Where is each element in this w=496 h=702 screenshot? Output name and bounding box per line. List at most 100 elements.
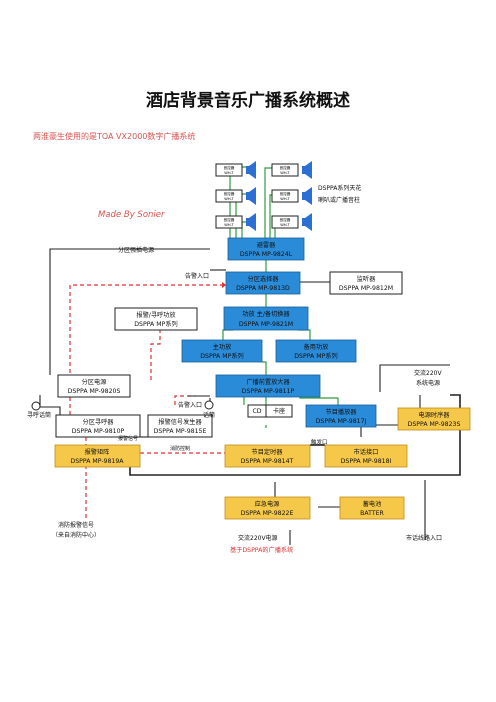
speaker-note-2: 喇叭或广播音柱 <box>318 196 360 204</box>
zone-power-box: 分区电源 DSPPA MP-9820S <box>57 374 131 398</box>
svg-text:报警矩阵: 报警矩阵 <box>85 448 110 456</box>
speaker-icons <box>246 161 312 231</box>
svg-text:DSPPA MP-9817J: DSPPA MP-9817J <box>316 418 367 425</box>
fire-signal-label: 消防报警信号 <box>58 521 94 529</box>
ac-220-label: 交流220V电源 <box>238 534 278 542</box>
svg-text:DSPPA MP-9822E: DSPPA MP-9822E <box>241 510 294 517</box>
vol-label: 音控器 <box>280 165 291 170</box>
svg-text:节目播放器: 节目播放器 <box>326 408 358 416</box>
diagram-caption: 基于DSPPA的广播系统 <box>230 546 293 554</box>
alarm-input-2-label: 告警入口 <box>178 401 202 409</box>
emergency-power-box: 应急电源 DSPPA MP-9822E <box>224 496 311 520</box>
paging-mic-icon <box>31 401 41 411</box>
speaker-note: DSPPA系列天花 <box>318 184 361 192</box>
ac-system-label: 交流220V <box>414 369 442 377</box>
svg-text:避雷器: 避雷器 <box>257 241 276 249</box>
svg-text:BATTER: BATTER <box>360 510 384 517</box>
svg-text:电源时序器: 电源时序器 <box>419 411 451 419</box>
svg-text:功放 主/备切换器: 功放 主/备切换器 <box>242 310 290 318</box>
vol-model: WH-T <box>224 197 234 201</box>
paging-station-box: 分区寻呼器 DSPPA MP-9810P <box>55 414 141 438</box>
speaker-icon <box>246 187 256 205</box>
trigger-port-label: 触发口 <box>311 438 328 446</box>
vol-label: 音控器 <box>280 191 291 196</box>
vol-model: WH-T <box>224 171 234 175</box>
dark-wiring <box>39 248 461 545</box>
vol-label: 音控器 <box>224 217 235 222</box>
svg-text:分区寻呼器: 分区寻呼器 <box>83 418 115 426</box>
amp-switcher-box: 功放 主/备切换器 DSPPA MP-9821M <box>223 306 309 331</box>
alarm-generator-box: 报警信号发生器 DSPPA MP-9815E <box>147 414 213 438</box>
lightning-arrester-box: 避雷器 DSPPA MP-9824L <box>227 237 305 261</box>
monitor-box: 监听器 DSPPA MP-9812M <box>329 271 403 295</box>
svg-text:蓄电池: 蓄电池 <box>363 500 382 508</box>
svg-text:DSPPA MP-9821M: DSPPA MP-9821M <box>239 321 293 328</box>
made-by-signature: Made By Sonier <box>98 210 165 220</box>
zone-selector-box: 分区选择器 DSPPA MP-9813D <box>225 271 301 295</box>
preamp-box: 广播前置放大器 DSPPA MP-9811P <box>215 374 321 398</box>
vol-model: WH-T <box>280 223 290 227</box>
vol-model: WH-T <box>224 223 234 227</box>
vol-model: WH-T <box>280 171 290 175</box>
vol-label: 音控器 <box>224 165 235 170</box>
svg-text:DSPPA MP系列: DSPPA MP系列 <box>200 352 243 360</box>
svg-text:备用功放: 备用功放 <box>304 343 329 351</box>
svg-text:DSPPA MP-9814T: DSPPA MP-9814T <box>241 458 294 465</box>
svg-text:报警信号发生器: 报警信号发生器 <box>158 418 202 426</box>
ac-system-label-2: 系统电源 <box>416 379 440 387</box>
page-title: 酒店背景音乐广播系统概述 <box>146 91 350 111</box>
svg-text:DSPPA MP-9823S: DSPPA MP-9823S <box>408 421 461 428</box>
vol-label: 音控器 <box>280 217 291 222</box>
phone-interface-box: 市话接口 DSPPA MP-9818I <box>324 444 408 468</box>
svg-text:DSPPA MP-9811P: DSPPA MP-9811P <box>242 388 295 395</box>
svg-text:CD: CD <box>252 408 261 415</box>
svg-text:DSPPA MP-9820S: DSPPA MP-9820S <box>68 388 121 395</box>
zone-power-label: 分区强插电源 <box>118 246 154 254</box>
paging-mic-label: 寻呼话筒 <box>27 411 51 419</box>
svg-text:主功放: 主功放 <box>213 343 232 351</box>
alarm-paging-amp-box: 报警/寻呼功放 DSPPA MP系列 <box>114 307 198 331</box>
phone-line-label: 市话线路入口 <box>406 534 442 542</box>
svg-text:DSPPA MP-9818I: DSPPA MP-9818I <box>341 458 392 465</box>
svg-text:报警/寻呼功放: 报警/寻呼功放 <box>136 311 175 319</box>
page-subtitle: 两淮豪生使用的是TOA VX2000数字广播系统 <box>33 132 196 141</box>
vol-label: 音控器 <box>224 191 235 196</box>
speaker-icon <box>302 187 312 205</box>
emergency-input-label: 告警入口 <box>185 272 209 280</box>
svg-text:DSPPA MP系列: DSPPA MP系列 <box>294 352 337 360</box>
battery-box: 蓄电池 BATTER <box>339 496 405 520</box>
volume-controls-left: 音控器 WH-T 音控器 WH-T 音控器 WH-T <box>215 163 243 229</box>
svg-text:分区电源: 分区电源 <box>82 378 107 386</box>
svg-text:DSPPA MP-9819A: DSPPA MP-9819A <box>70 458 124 465</box>
svg-text:DSPPA MP-9813D: DSPPA MP-9813D <box>236 285 290 292</box>
cd-box: CD <box>247 404 267 418</box>
svg-text:广播前置放大器: 广播前置放大器 <box>246 378 290 386</box>
alarm-signal-label: 报警信号 <box>118 435 138 442</box>
svg-text:DSPPA MP-9812M: DSPPA MP-9812M <box>339 285 393 292</box>
speaker-icon <box>302 213 312 231</box>
fire-signal-label-2: （来自消防中心） <box>52 531 100 539</box>
main-amp-box: 主功放 DSPPA MP系列 <box>181 339 263 363</box>
svg-text:DSPPA MP系列: DSPPA MP系列 <box>134 320 177 328</box>
speaker-icon <box>246 213 256 231</box>
svg-text:应急电源: 应急电源 <box>255 500 280 508</box>
svg-text:节目定时器: 节目定时器 <box>252 448 284 456</box>
svg-text:卡座: 卡座 <box>273 407 285 415</box>
power-sequencer-box: 电源时序器 DSPPA MP-9823S <box>397 407 471 431</box>
program-player-box: 节目播放器 DSPPA MP-9817J <box>305 404 377 428</box>
program-timer-box: 节目定时器 DSPPA MP-9814T <box>224 444 311 468</box>
svg-text:DSPPA MP-9810P: DSPPA MP-9810P <box>72 428 125 435</box>
mic-label: 话筒 <box>203 411 215 419</box>
tape-box: 卡座 <box>265 404 293 418</box>
svg-text:监听器: 监听器 <box>357 275 376 283</box>
alarm-matrix-box: 报警矩阵 DSPPA MP-9819A <box>54 444 141 468</box>
backup-amp-box: 备用功放 DSPPA MP系列 <box>275 339 357 363</box>
fire-control-label: 消防控制 <box>170 445 190 452</box>
speaker-icon <box>246 161 256 179</box>
vol-model: WH-T <box>280 197 290 201</box>
mic-icon <box>204 400 214 410</box>
svg-text:市话接口: 市话接口 <box>354 448 379 456</box>
svg-text:分区选择器: 分区选择器 <box>248 275 280 283</box>
volume-controls-right: 音控器 WH-T 音控器 WH-T 音控器 WH-T <box>271 163 299 229</box>
